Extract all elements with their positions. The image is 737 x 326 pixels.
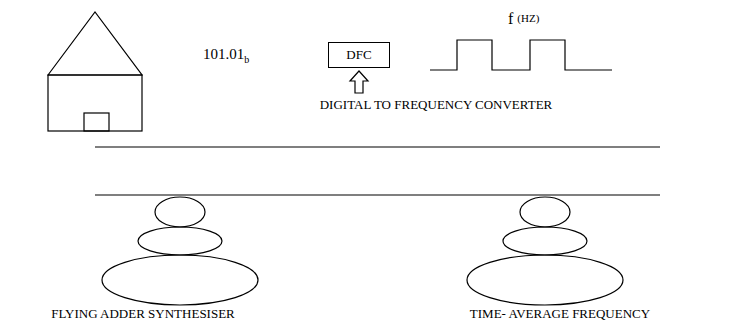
stack-ellipse [102,255,258,305]
box-text: DFC [346,47,371,63]
label-text: f [508,10,513,27]
rail-line [95,146,660,147]
stack-ellipse [155,197,205,227]
binary-value: 101.01 [203,47,244,62]
stack-ellipse [138,227,222,255]
label-text: (HZ) [517,12,539,24]
stack-ellipse [520,197,570,227]
rail-line [95,194,660,195]
label-text: DIGITAL TO FREQUENCY CONVERTER [320,97,553,112]
square-wave [430,40,612,70]
label-text: TIME- AVERAGE FREQUENCY [470,306,650,321]
caption-label: DIGITAL TO FREQUENCY CONVERTER [320,98,553,111]
caption-label: TIME- AVERAGE FREQUENCY [470,307,650,320]
house-wall [48,75,142,131]
subscript: b [244,55,249,65]
stack-ellipse [467,255,623,305]
caption-label: FLYING ADDER SYNTHESISER [51,307,235,320]
house-roof [48,12,142,75]
pointer-arrow [350,71,368,93]
house-door [84,113,109,131]
label-text: 101.01 [203,46,244,62]
label-text: b [244,54,249,65]
unit-label: (HZ) [517,13,539,24]
converter-box: DFC [328,42,390,68]
signal-name: f [508,11,513,27]
label-text: FLYING ADDER SYNTHESISER [51,306,235,321]
stack-ellipse [503,227,587,255]
